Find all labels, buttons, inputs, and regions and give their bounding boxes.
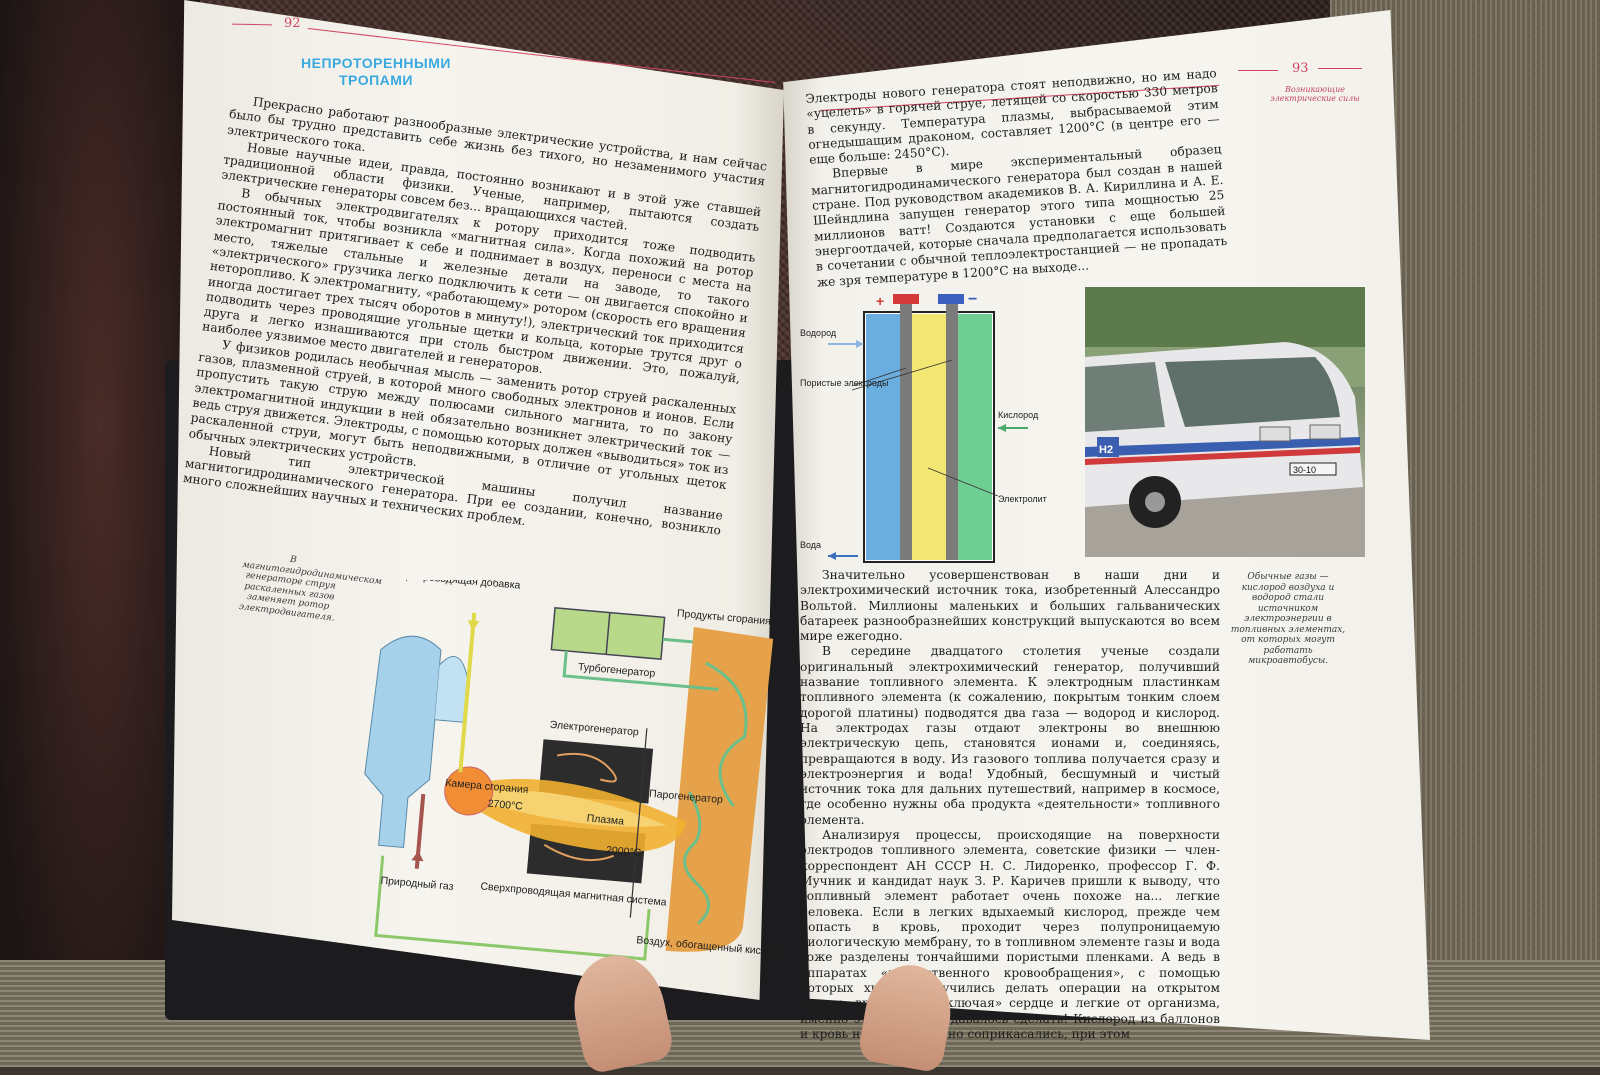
label-natural-gas: Природный газ — [380, 875, 454, 893]
right-page-text-bottom: Значительно усовершенствован в наши дни … — [800, 568, 1220, 1042]
paragraph: В середине двадцатого столетия ученые со… — [800, 644, 1220, 827]
label-temp2: 2000°C — [606, 844, 642, 859]
minus-sign: − — [968, 291, 977, 308]
section-title-line2: ТРОПАМИ — [339, 72, 413, 88]
steam-coil — [683, 791, 711, 925]
air-pipe — [374, 855, 651, 961]
left-caption: В магнитогидродинамическом генераторе ст… — [238, 554, 383, 624]
label-magnet: Сверхпроводящая магнитная система — [480, 880, 667, 908]
right-caption: Обычные газы — кислород воздуха и водоро… — [1230, 572, 1346, 666]
header-rule — [1318, 68, 1362, 69]
paragraph: Анализируя процессы, происходящие на пов… — [800, 828, 1220, 1041]
running-head: Возникающие электрические силы — [1270, 85, 1360, 103]
label-water: Вода — [800, 540, 821, 550]
label-products: Продукты сгорания — [676, 607, 771, 627]
van-windshield — [1165, 357, 1340, 427]
van-logo: H2 — [1099, 444, 1113, 456]
section-title-line1: НЕПРОТОРЕННЫМИ — [301, 55, 451, 71]
paragraph: Значительно усовершенствован в наши дни … — [800, 568, 1220, 644]
electrolyte-layer — [912, 314, 946, 560]
label-porous-electrodes: Пористые электроды — [800, 378, 888, 388]
header-rule — [1238, 70, 1278, 71]
anode — [900, 302, 912, 560]
left-page-text: Прекрасно работают разнообразные электри… — [182, 92, 768, 554]
left-page-number: 92 — [284, 16, 301, 31]
oxygen-chamber — [958, 314, 992, 560]
section-title: НЕПРОТОРЕННЫМИ ТРОПАМИ — [296, 55, 456, 89]
label-temp1: 2700°C — [487, 798, 523, 813]
plus-sign: + — [876, 293, 884, 309]
air-heater — [364, 635, 442, 849]
label-additive: Электропроводящая добавка — [377, 580, 521, 592]
cathode — [946, 302, 958, 560]
label-electrolyte: Электролит — [998, 494, 1047, 504]
van-photo: H2 30-10 — [1085, 287, 1365, 557]
right-page-number: 93 — [1292, 61, 1309, 76]
van-plate: 30-10 — [1293, 465, 1316, 475]
label-hydrogen: Водород — [800, 328, 837, 338]
label-electrogenerator: Электрогенератор — [549, 719, 639, 739]
mhd-generator-diagram: Электропроводящая добавка Продукты сгора… — [364, 580, 780, 961]
label-plasma: Плазма — [586, 812, 624, 827]
additive-pipe — [458, 612, 477, 773]
fuel-cell-diagram: + − Водород Пористые электроды Кислород … — [800, 291, 1047, 563]
paragraph: Впервые в мире экспериментальный образец… — [810, 142, 1228, 290]
hydrogen-chamber — [866, 314, 900, 560]
van-side-window — [1085, 362, 1165, 432]
combustion-chamber — [444, 766, 494, 816]
right-page-text-top: Электроды нового генератора стоят неподв… — [805, 66, 1229, 290]
positive-terminal — [893, 294, 919, 304]
label-oxygen: Кислород — [998, 410, 1039, 420]
negative-terminal — [938, 294, 964, 304]
